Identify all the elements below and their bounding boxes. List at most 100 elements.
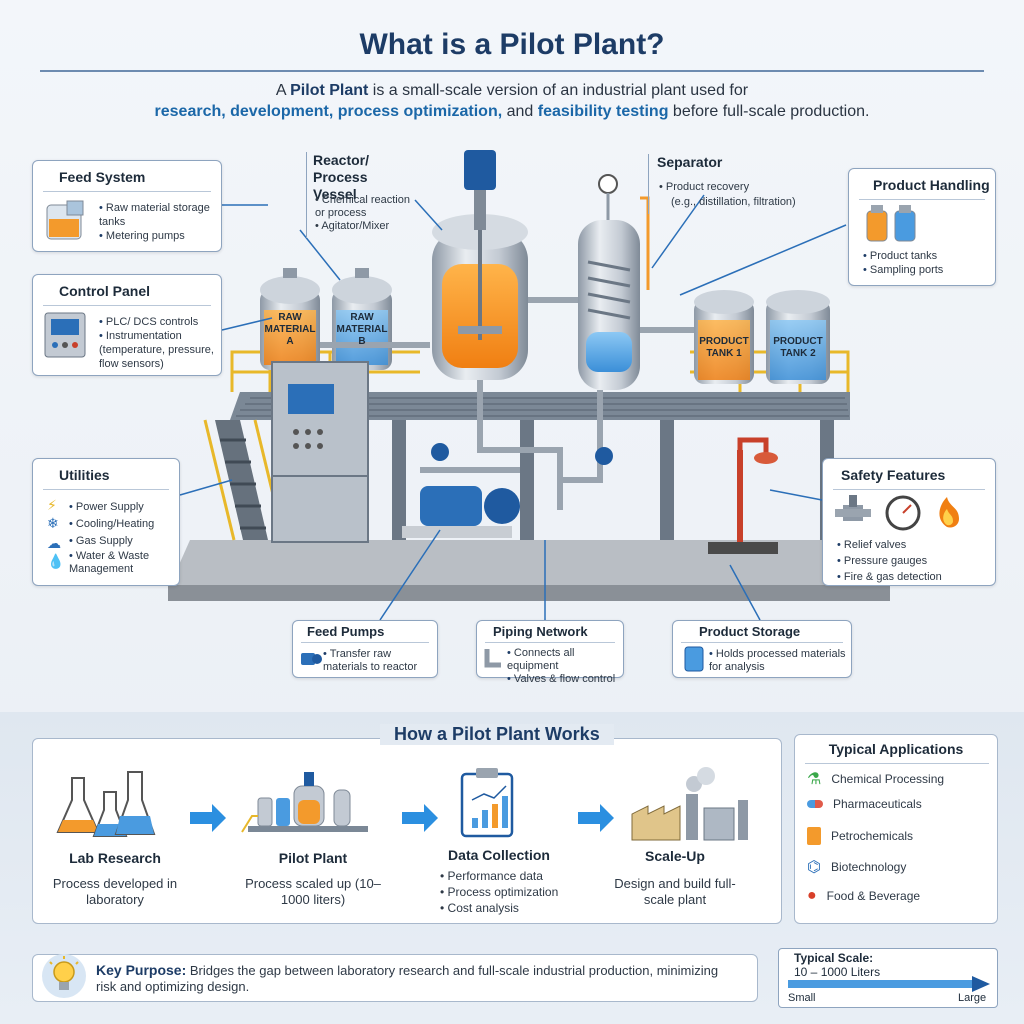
gas-cloud-icon: ☁ [47, 535, 61, 551]
product-bottles-icon [866, 205, 916, 242]
utilities-list: Power Supply Cooling/Heating Gas Supply … [69, 499, 177, 576]
step-pilot-plant-desc: Process scaled up (10–1000 liters) [245, 876, 381, 907]
piping-network-list: Connects all equipment Valves & flow con… [507, 647, 623, 686]
card-divider [485, 642, 615, 643]
feed-system-list: Raw material storage tanks Metering pump… [99, 201, 219, 243]
reactor-vessel [432, 150, 528, 380]
agitator-motor [464, 150, 496, 190]
flask-icon: ⚗ [807, 771, 822, 788]
step-pilot-plant-label: Pilot Plant [278, 850, 348, 866]
leader-lines [179, 194, 847, 621]
piping-network-title: Piping Network [493, 624, 588, 639]
product-storage-list: Holds processed materials for analysis [709, 648, 849, 674]
app-chemical-processing: ⚗ Chemical Processing [807, 771, 945, 788]
product-tank-1 [694, 290, 754, 384]
pipe-elbow-icon [484, 649, 501, 668]
intro-line-2: research, development, process optimizat… [154, 103, 870, 120]
process-flow-icons [56, 767, 748, 841]
piping-network [320, 297, 694, 510]
typical-scale-title: Typical Scale: [794, 951, 874, 965]
intro-line-1: A Pilot Plant is a small-scale version o… [275, 82, 749, 99]
clipboard-chart-icon [460, 768, 514, 838]
tank-label-product-1: PRODUCT TANK 1 [699, 336, 749, 359]
separator-list: Product recovery [659, 180, 809, 194]
product-tank-2 [766, 290, 830, 384]
safety-shower [708, 437, 778, 554]
typical-applications-panel: Typical Applications ⚗ Chemical Processi… [794, 734, 998, 924]
safety-features-title: Safety Features [841, 467, 946, 483]
mini-pilot-plant-icon [241, 772, 368, 833]
separator-label-block: Separator Product recovery (e.g., distil… [648, 154, 808, 214]
inlet-valve-icon [431, 443, 449, 461]
card-divider [43, 305, 211, 306]
feed-pumps-list: Transfer raw materials to reactor [323, 648, 435, 674]
control-panel-list: PLC/ DCS controls Instrumentation (tempe… [99, 315, 221, 371]
typical-applications-title: Typical Applications [828, 741, 964, 757]
control-cabinet [271, 361, 369, 543]
control-panel-icon [44, 312, 86, 358]
water-drop-icon: 💧 [47, 553, 65, 569]
separator-column [578, 174, 640, 390]
separator-title: Separator [657, 154, 723, 170]
snowflake-icon: ❄ [47, 515, 59, 531]
key-purpose-panel [32, 954, 758, 1002]
scale-arrow-icon [788, 976, 990, 992]
product-handling-card: Product Handling Product tanks Sampling … [848, 168, 996, 286]
key-purpose-text: Key Purpose: Bridges the gap between lab… [96, 962, 719, 994]
lightbulb-icon [42, 954, 86, 998]
card-divider [43, 191, 211, 192]
reactor-list: Chemical reaction or process Agitator/Mi… [315, 194, 415, 233]
product-storage-title: Product Storage [699, 624, 801, 639]
lab-flasks-icon [56, 771, 156, 837]
card-divider [681, 642, 843, 643]
card-divider [301, 642, 429, 643]
utilities-card: Utilities ⚡ ❄ ☁ 💧 Power Supply Cooling/H… [32, 458, 180, 586]
platform-deck [230, 392, 850, 420]
feed-pumps-card: Feed Pumps Transfer raw materials to rea… [292, 620, 438, 678]
fire-icon [939, 497, 959, 528]
product-storage-card: Product Storage Holds processed material… [672, 620, 852, 678]
card-divider [805, 763, 989, 764]
step-scale-up-label: Scale-Up [645, 848, 705, 864]
feed-pump [402, 486, 520, 538]
page-title: What is a Pilot Plant? [359, 28, 665, 61]
oil-drum-icon [807, 827, 821, 845]
pilot-plant-illustration [168, 150, 890, 621]
beaker-tank-icon [46, 200, 84, 240]
how-it-works-title: How a Pilot Plant Works [380, 724, 614, 745]
step-data-collection-label: Data Collection [448, 847, 550, 863]
piping-network-card: Piping Network Connects all equipment Va… [476, 620, 624, 685]
step-data-collection-list: Performance data Process optimization Co… [440, 868, 600, 916]
capsule-icon [807, 800, 823, 808]
app-food-beverage: ● Food & Beverage [807, 887, 921, 904]
utilities-title: Utilities [59, 467, 110, 483]
pump-icon [301, 653, 322, 665]
flow-valve-icon [595, 447, 613, 465]
apple-icon: ● [807, 887, 817, 904]
reactor-label-block: Reactor/ Process Vessel Chemical reactio… [306, 152, 412, 238]
product-handling-title: Product Handling [873, 177, 990, 193]
separator-vent [640, 196, 650, 290]
safety-icons [835, 495, 959, 531]
tank-label-raw-b: RAW MATERIAL B [336, 312, 388, 347]
control-panel-card: Control Panel PLC/ DCS controls Instrume… [32, 274, 222, 376]
safety-features-list: Relief valves Pressure gauges Fire & gas… [837, 537, 993, 585]
concrete-slab [170, 540, 890, 585]
flow-arrows [190, 804, 614, 832]
pressure-gauge-icon [885, 495, 921, 531]
typical-scale-panel [778, 948, 998, 1008]
tank-label-raw-a: RAW MATERIAL A [264, 312, 316, 347]
storage-drum-icon [684, 646, 704, 672]
feed-system-title: Feed System [59, 169, 146, 185]
pressure-gauge-icon [598, 174, 618, 194]
separator-note: (e.g., distillation, filtration) [671, 196, 796, 208]
feed-pumps-title: Feed Pumps [307, 624, 385, 639]
step-lab-research-desc: Process developed in laboratory [52, 876, 178, 907]
tank-label-product-2: PRODUCT TANK 2 [773, 336, 823, 359]
safety-features-card: Safety Features Relief valves Pressure g… [822, 458, 996, 586]
card-divider [43, 489, 169, 490]
dna-icon: ⌬ [807, 859, 821, 876]
raw-material-tank-a [260, 268, 320, 370]
card-divider [833, 489, 985, 490]
title-divider [40, 70, 984, 72]
